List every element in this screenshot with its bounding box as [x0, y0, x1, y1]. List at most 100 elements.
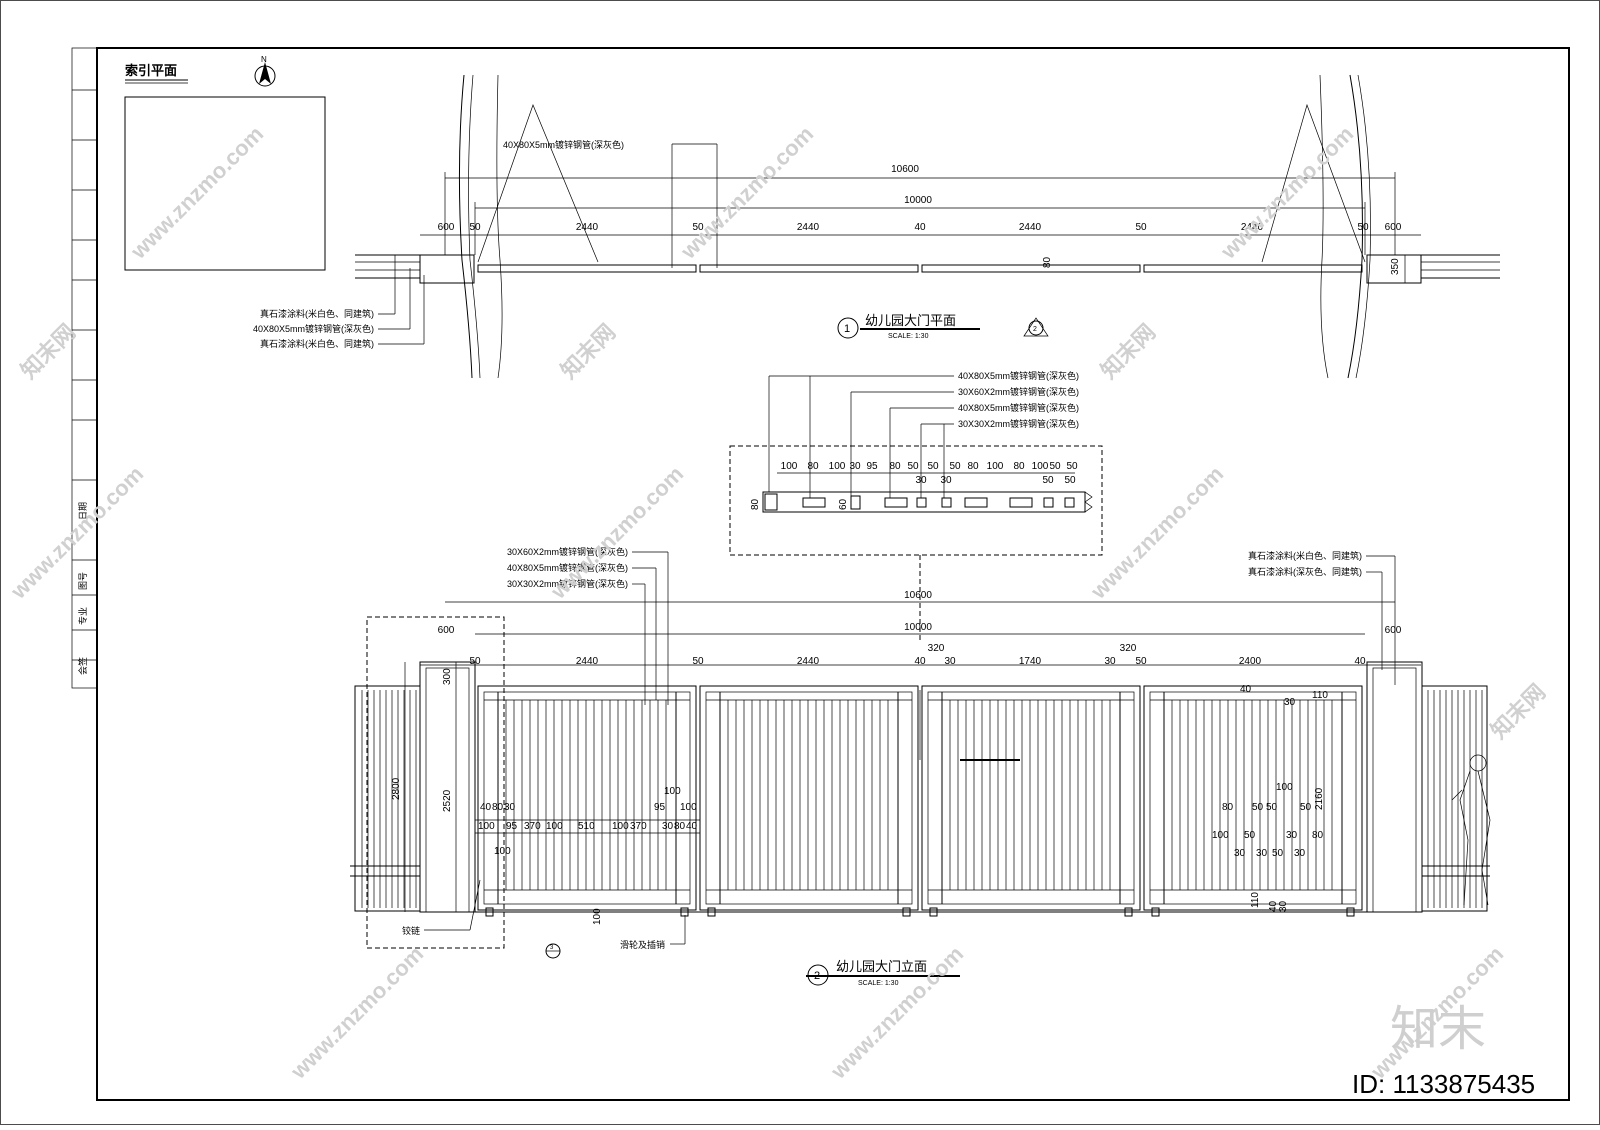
svg-text:370: 370: [630, 821, 647, 832]
plan-left-label-1: 真石漆涂料(米白色、同建筑): [260, 308, 374, 319]
plan-left-label-2: 40X80X5mm镀锌钢管(深灰色): [253, 323, 374, 334]
svg-text:2440: 2440: [576, 222, 599, 233]
watermark-site-2: www.znzmo.com: [675, 121, 818, 264]
svg-text:3: 3: [550, 945, 554, 951]
svg-text:80: 80: [967, 461, 979, 472]
elevation-dim-total: 10600: [904, 590, 932, 601]
plan-pillar-right: [1366, 254, 1422, 284]
svg-text:110: 110: [1250, 892, 1261, 908]
title-block: 会签 专业 图号 日期: [71, 47, 98, 689]
svg-text:30: 30: [1284, 697, 1296, 708]
svg-text:100: 100: [1032, 461, 1049, 472]
detail-label-3: 40X80X5mm镀锌钢管(深灰色): [958, 402, 1079, 413]
svg-text:100: 100: [612, 821, 629, 832]
title-block-countersign: 会签: [77, 657, 88, 675]
svg-text:50: 50: [1049, 461, 1061, 472]
elevation-fence-right-bars: [1427, 690, 1483, 908]
gate-leaf-inner-3: [927, 691, 1135, 905]
elevation-view: 10600 10000 320 320 600 50 2440 50 2440 …: [350, 546, 1491, 987]
svg-text:1740: 1740: [1019, 656, 1042, 667]
svg-text:2440: 2440: [1241, 222, 1264, 233]
elevation-fence-left-bars: [361, 690, 417, 908]
svg-text:N: N: [261, 55, 267, 64]
svg-text:2400: 2400: [1239, 656, 1262, 667]
svg-text:2440: 2440: [797, 656, 820, 667]
svg-text:510: 510: [578, 821, 595, 832]
index-plan: 索引平面 N: [124, 55, 326, 271]
svg-text:1: 1: [844, 323, 850, 335]
svg-text:110: 110: [1312, 690, 1328, 701]
svg-text:50: 50: [949, 461, 961, 472]
svg-text:50: 50: [1135, 222, 1147, 233]
plan-gate-leaf-1: [477, 264, 697, 273]
svg-text:50: 50: [1042, 475, 1054, 486]
svg-text:600: 600: [1385, 625, 1402, 636]
svg-text:30: 30: [944, 656, 956, 667]
svg-text:50: 50: [927, 461, 939, 472]
svg-text:50: 50: [1135, 656, 1147, 667]
svg-text:50: 50: [1266, 802, 1278, 813]
plan-segment-dims: 600 50 2440 50 2440 40 2440 50 2440 50 6…: [438, 222, 1402, 233]
svg-text:30: 30: [1104, 656, 1116, 667]
detail-small-dims: 30 30 50 50: [915, 475, 1076, 486]
svg-text:30: 30: [849, 461, 861, 472]
svg-text:30: 30: [662, 821, 674, 832]
svg-text:600: 600: [438, 222, 455, 233]
elevation-pillar-left: [419, 661, 476, 913]
svg-text:40: 40: [1268, 900, 1279, 912]
detail-label-4: 30X30X2mm镀锌钢管(深灰色): [958, 418, 1079, 429]
svg-text:50: 50: [469, 656, 481, 667]
svg-text:80: 80: [1013, 461, 1025, 472]
svg-text:50: 50: [907, 461, 919, 472]
svg-text:50: 50: [1300, 802, 1312, 813]
elevation-label-left-3: 30X30X2mm镀锌钢管(深灰色): [507, 578, 628, 589]
svg-text:30: 30: [504, 802, 516, 813]
elevation-left-detail-dims: 40 80 30 100 95 370 100 510 100 370 30 8…: [478, 786, 698, 857]
plan-title: 幼儿园大门平面: [865, 313, 956, 328]
watermark-brand-3: 知末网: [1096, 319, 1160, 383]
svg-text:40: 40: [914, 656, 926, 667]
elevation-right-detail-dims: 40 30 110 100 80 50 50 50 100 50 30 30 3…: [1212, 684, 1328, 912]
svg-text:100: 100: [781, 461, 798, 472]
svg-text:30: 30: [1278, 900, 1289, 912]
svg-text:50: 50: [1357, 222, 1369, 233]
watermark-site-3: www.znzmo.com: [1215, 121, 1358, 264]
elevation-dim-bottom: 100: [592, 908, 603, 925]
elevation-label-left-1: 30X60X2mm镀锌钢管(深灰色): [507, 546, 628, 557]
svg-text:50: 50: [1252, 802, 1264, 813]
elevation-pillar-right: [1366, 661, 1423, 913]
svg-text:30: 30: [1234, 848, 1246, 859]
detail-top-dims: 100 80 100 30 95 80 50 50 50 80 100 80 1…: [781, 461, 1078, 472]
image-id: ID: 1133875435: [1352, 1069, 1535, 1099]
detail-member: [762, 491, 1086, 513]
watermark-brand-1: 知末网: [16, 319, 80, 383]
svg-text:50: 50: [1244, 830, 1256, 841]
plan-callout-label: 40X80X5mm镀锌钢管(深灰色): [503, 139, 624, 150]
svg-text:100: 100: [829, 461, 846, 472]
watermark-layer: www.znzmo.com www.znzmo.com www.znzmo.co…: [5, 121, 1550, 1099]
svg-text:80: 80: [1222, 802, 1234, 813]
svg-text:100: 100: [1212, 830, 1229, 841]
watermark-site-7: www.znzmo.com: [285, 941, 428, 1084]
elevation-dim-2800: 2800: [391, 777, 402, 800]
detail-label-1: 40X80X5mm镀锌钢管(深灰色): [958, 370, 1079, 381]
plan-dim-inner: 10000: [904, 195, 932, 206]
title-block-discipline: 专业: [77, 607, 88, 625]
watermark-site-6: www.znzmo.com: [1085, 461, 1228, 604]
index-plan-box: [124, 96, 326, 271]
svg-text:40: 40: [1354, 656, 1366, 667]
detail-dim-60: 60: [838, 498, 849, 510]
title-block-drawing-no: 图号: [78, 572, 88, 590]
elevation-segment-dims: 600 50 2440 50 2440 40 30 1740 30 50 240…: [438, 625, 1402, 667]
hinge-label: 铰链: [402, 925, 420, 936]
svg-text:600: 600: [1385, 222, 1402, 233]
elevation-dim-320-right: 320: [1120, 643, 1137, 654]
svg-text:50: 50: [692, 222, 704, 233]
svg-text:50: 50: [1272, 848, 1284, 859]
svg-text:95: 95: [654, 802, 666, 813]
plan-gate-leaf-3: [921, 264, 1141, 273]
title-block-date: 日期: [78, 502, 88, 520]
svg-text:100: 100: [546, 821, 563, 832]
